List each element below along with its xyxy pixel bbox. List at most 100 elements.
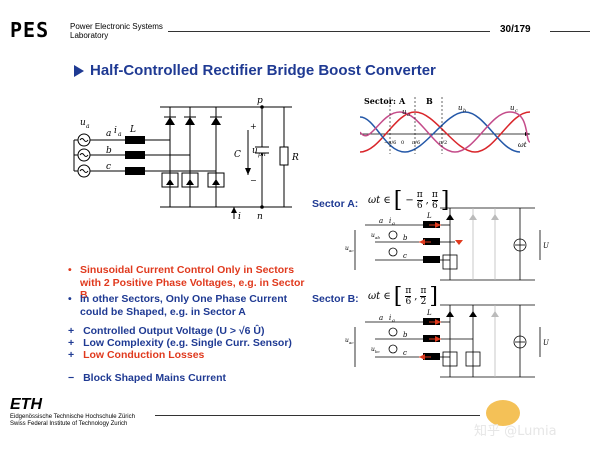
- label-c: c: [106, 162, 111, 172]
- sa-label-b: b: [403, 234, 408, 242]
- sector-b-right-num: π: [420, 286, 427, 297]
- wave-ub: [360, 111, 521, 153]
- plus-2-text: Low Complexity (e.g. Single Curr. Sensor…: [83, 337, 292, 349]
- sector-a-prefix: ωt ∈: [368, 195, 391, 206]
- watermark: 知乎 @Lumia: [474, 424, 557, 439]
- sector-a-formula: ωt ∈ [ − π 6 , π 6 ]: [368, 188, 450, 213]
- bullet-2-line2: could be Shaped, e.g. in Sector A: [80, 305, 246, 318]
- label-n: n: [257, 212, 263, 222]
- plus-3: + Low Conduction Losses: [68, 349, 204, 362]
- plus-1: + Controlled Output Voltage (U > √6 Û): [68, 325, 265, 338]
- eth-line1: Eidgenössische Technische Hochschule Zür…: [10, 414, 135, 420]
- sector-b-left-den: 6: [405, 297, 412, 307]
- sb-label-b: b: [403, 331, 408, 339]
- header-rule-right: [550, 31, 590, 32]
- sector-b-right-den: 2: [420, 297, 427, 307]
- sector-a-left-den: 6: [416, 201, 423, 211]
- bullet-2: • In other Sectors, Only One Phase Curre…: [68, 293, 313, 318]
- label-upn: u: [252, 146, 258, 156]
- wave-ua: [360, 111, 531, 153]
- sb-label-uac-sub: ac: [349, 340, 354, 345]
- minus-1: − Block Shaped Mains Current: [68, 372, 226, 385]
- sa-label-uac-sub: ac: [349, 248, 354, 253]
- plus-1-symbol: +: [68, 325, 75, 337]
- plus-1-text: Controlled Output Voltage (U > √6 Û): [83, 325, 265, 337]
- header-rule-left: [168, 31, 490, 32]
- label-p: p: [257, 96, 263, 106]
- wave-label-uc: u: [510, 104, 515, 112]
- sb-label-ubc-sub: bc: [375, 349, 381, 354]
- tick-0: 0: [401, 140, 404, 146]
- sa-label-uac: u: [345, 245, 349, 252]
- sa-label-c: c: [403, 252, 407, 260]
- label-L: L: [129, 125, 136, 135]
- lab-name: Power Electronic Systems Laboratory: [70, 22, 163, 40]
- wave-label-ub: u: [458, 104, 463, 112]
- plus-3-text: Low Conduction Losses: [83, 349, 205, 361]
- label-ia-sub: a: [118, 131, 122, 138]
- sa-label-uab: u: [371, 232, 375, 239]
- sector-b-label: Sector B:: [312, 293, 359, 305]
- bullet-2-line1: In other Sectors, Only One Phase Current: [80, 293, 288, 305]
- eth-name: Eidgenössische Technische Hochschule Zür…: [10, 414, 135, 428]
- minus-1-symbol: −: [68, 372, 75, 384]
- wave-uc: [360, 111, 531, 153]
- sector-b-left-num: π: [405, 286, 412, 297]
- label-ia: i: [114, 126, 117, 136]
- sector-a-right-num: π: [431, 190, 438, 201]
- page-number: 30/179: [500, 24, 531, 35]
- pes-logo: PES: [10, 18, 50, 42]
- sb-label-uac: u: [345, 337, 349, 344]
- phase-voltage-waveform: Sector: A B u a u b u c ωt −π/6 0 π/6 π/…: [360, 96, 531, 154]
- label-minus: −: [250, 176, 257, 185]
- sector-a-right-den: 6: [431, 201, 438, 211]
- sa-label-ia: i: [389, 217, 391, 225]
- sa-label-ia-sub: a: [392, 221, 395, 227]
- plus-2: + Low Complexity (e.g. Single Curr. Sens…: [68, 337, 292, 350]
- bullet-1-line2: with 2 Positive Phase Voltages, e.g. in …: [80, 276, 305, 302]
- sb-label-ia-sub: a: [392, 318, 395, 324]
- sector-a-left-sign: −: [405, 195, 414, 206]
- sb-label-a: a: [379, 314, 383, 322]
- tick-pi6: π/6: [412, 140, 420, 146]
- sector-axis-label: Sector:: [364, 96, 396, 106]
- main-circuit-diagram: u a a i a L b c p n C u pn R i + −: [73, 96, 299, 222]
- tick-neg-pi6: −π/6: [384, 140, 396, 146]
- bullet-1-symbol: •: [68, 264, 72, 276]
- sector-a-mark: A: [398, 96, 406, 106]
- sector-b-circuit: a i a L b c u bc u ac U: [345, 304, 550, 378]
- label-ua-sub: a: [86, 123, 90, 130]
- eth-line2: Swiss Federal Institute of Technology Zu…: [10, 421, 128, 427]
- plus-2-symbol: +: [68, 337, 75, 349]
- sector-a-circuit: a i a L b c u ab u ac U: [345, 207, 550, 281]
- label-plus: +: [250, 122, 257, 131]
- sa-label-L: L: [426, 212, 432, 220]
- label-ua: u: [80, 118, 86, 128]
- lab-line2: Laboratory: [70, 31, 109, 40]
- slide-title: Half-Controlled Rectifier Bridge Boost C…: [90, 62, 436, 79]
- tick-pi2: π/2: [439, 140, 447, 146]
- wave-xlabel: ωt: [518, 141, 527, 149]
- label-b: b: [106, 146, 112, 156]
- sa-label-a: a: [379, 217, 383, 225]
- minus-1-text: Block Shaped Mains Current: [83, 372, 227, 384]
- sector-b-formula: ωt ∈ [ π 6 , π 2 ]: [368, 284, 438, 309]
- label-upn-sub: pn: [258, 151, 266, 158]
- label-C: C: [234, 150, 241, 160]
- bullet-1-line1: Sinusoidal Current Control Only in Secto…: [80, 264, 295, 276]
- sa-label-U: U: [543, 242, 550, 250]
- eth-logo: ETH: [10, 396, 42, 413]
- wave-label-ua-sub: a: [407, 112, 410, 118]
- footer-rule-left: [155, 415, 480, 416]
- label-R: R: [291, 153, 299, 163]
- label-a: a: [106, 129, 111, 139]
- sb-label-ia: i: [389, 314, 391, 322]
- sb-label-c: c: [403, 349, 407, 357]
- leo-logo: [486, 400, 520, 426]
- sb-label-U: U: [543, 339, 550, 347]
- plus-3-symbol: +: [68, 349, 75, 361]
- wave-label-ub-sub: b: [463, 108, 466, 114]
- sector-a-left-num: π: [416, 190, 423, 201]
- wave-label-ua: u: [402, 108, 407, 116]
- title-arrow-icon: [74, 65, 84, 77]
